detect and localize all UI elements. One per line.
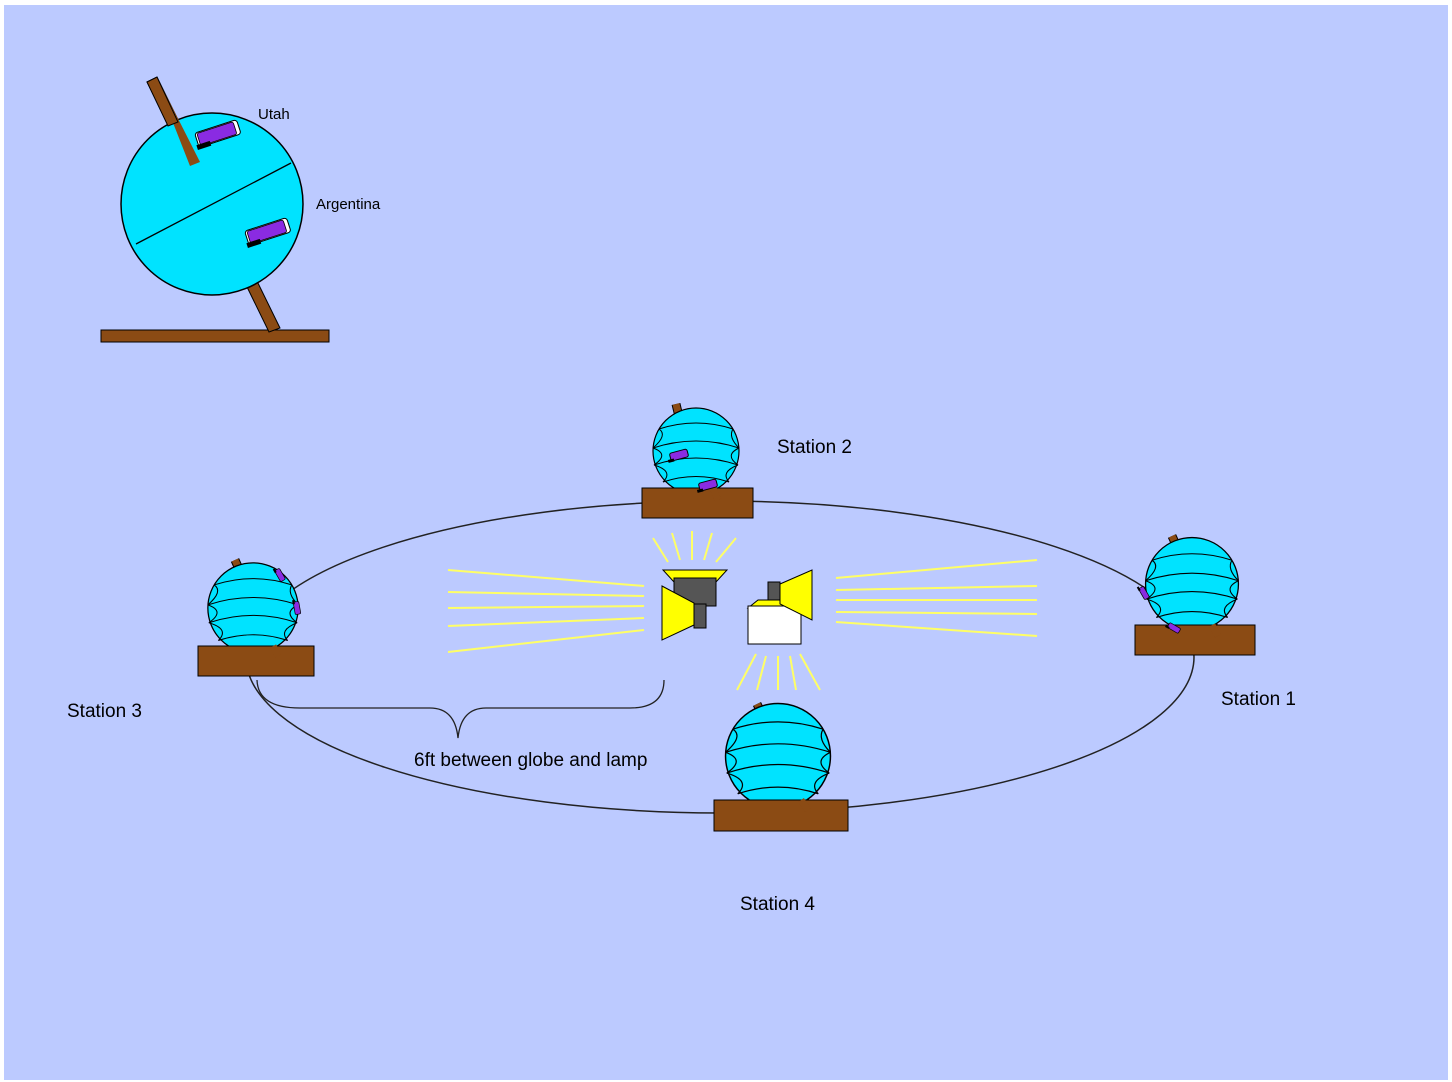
station-4-label: Station 4 [740,894,815,915]
station-2-globe [641,402,754,519]
station-4-globe [713,702,849,832]
station-3-globe [197,558,315,677]
equator-line [135,162,292,245]
station-2-label: Station 2 [777,437,852,458]
station-1-label: Station 1 [1221,689,1296,710]
station-1-globe [1134,534,1256,656]
station-3-label: Station 3 [67,701,142,722]
argentina-person-marker [244,217,291,248]
large-globe-stand-base [100,329,330,343]
light-rays [447,531,1038,691]
large-globe-axis-top [146,76,179,127]
lamp-cluster [661,569,813,645]
utah-person-marker [194,119,241,150]
utah-label: Utah [258,106,290,123]
distance-brace [256,679,665,739]
large-globe-illustration: Utah Argentina [100,76,381,343]
argentina-label: Argentina [316,196,381,213]
distance-note-label: 6ft between globe and lamp [414,750,647,771]
